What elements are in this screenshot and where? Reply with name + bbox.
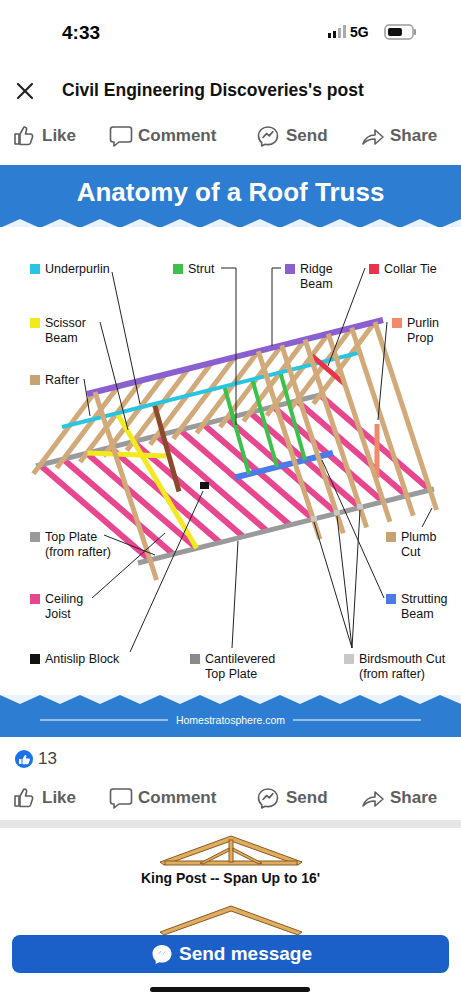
near-rafters xyxy=(95,322,437,580)
legend-swatch xyxy=(369,264,379,274)
legend-item: Birdsmouth Cut (from rafter) xyxy=(344,652,454,682)
title-band: Anatomy of a Roof Truss xyxy=(0,165,461,219)
legend-swatch xyxy=(30,532,40,542)
leader-lines xyxy=(84,268,432,652)
part-label: Underpurlin xyxy=(45,262,110,277)
action-icons xyxy=(15,127,383,146)
legend-swatch xyxy=(30,594,40,604)
legend-item: Top Plate (from rafter) xyxy=(30,530,117,560)
part-label: Collar Tie xyxy=(384,262,437,277)
legend-swatch xyxy=(392,318,402,328)
close-icon xyxy=(18,84,32,98)
action-label: Share xyxy=(390,126,437,146)
legend-item: Ridge Beam xyxy=(285,262,345,292)
legend-item: Strutting Beam xyxy=(386,592,461,622)
action-label: Share xyxy=(390,788,437,808)
clock: 4:33 xyxy=(62,22,100,45)
node-text: Homestratosphere.com xyxy=(176,714,285,726)
node-text: Anatomy of a Roof Truss xyxy=(77,177,385,208)
action-label: Comment xyxy=(138,126,216,146)
source-band: Homestratosphere.com xyxy=(0,708,461,732)
legend-item: Cantilevered Top Plate xyxy=(190,652,285,682)
legend-swatch xyxy=(30,375,40,385)
legend-item: Antislip Block xyxy=(30,652,119,667)
action-label: Like xyxy=(42,788,76,808)
part-label: Top Plate (from rafter) xyxy=(45,530,117,560)
battery-icon xyxy=(385,25,416,39)
action-label: Send xyxy=(286,788,328,808)
signal-icon xyxy=(328,25,346,38)
legend-swatch xyxy=(173,264,183,274)
messenger-icon xyxy=(153,945,172,964)
legend-swatch xyxy=(386,594,396,604)
legend-item: Ceiling Joist xyxy=(30,592,95,622)
legend-item: Scissor Beam xyxy=(30,316,100,346)
like-count: 13 xyxy=(38,749,57,769)
legend-item: Plumb Cut xyxy=(386,530,443,560)
legend-swatch xyxy=(30,318,40,328)
legend-swatch xyxy=(285,264,295,274)
legend-swatch xyxy=(30,264,40,274)
action-label: Send xyxy=(286,126,328,146)
part-label: Strutting Beam xyxy=(401,592,461,622)
part-label: Ceiling Joist xyxy=(45,592,95,622)
node-text: Send message xyxy=(179,943,312,965)
legend-item: Collar Tie xyxy=(369,262,437,277)
legend-item: Purlin Prop xyxy=(392,316,452,346)
part-label: Cantilevered Top Plate xyxy=(205,652,285,682)
antislip-block xyxy=(200,482,209,489)
legend-item: Rafter xyxy=(30,373,79,388)
legend-item: Strut xyxy=(173,262,214,277)
part-label: Ridge Beam xyxy=(300,262,345,292)
like-badge xyxy=(15,750,33,768)
action-icons xyxy=(15,789,383,808)
post-title: Civil Engineering Discoveries's post xyxy=(62,80,364,101)
legend-swatch xyxy=(190,654,200,664)
legend-swatch xyxy=(30,654,40,664)
legend-item: Underpurlin xyxy=(30,262,110,277)
part-label: Birdsmouth Cut (from rafter) xyxy=(359,652,454,682)
legend-swatch xyxy=(386,532,396,542)
action-label: Like xyxy=(42,126,76,146)
part-label: Strut xyxy=(188,262,214,277)
part-label: Scissor Beam xyxy=(45,316,100,346)
part-label: Plumb Cut xyxy=(401,530,443,560)
send-message-button: Send message xyxy=(12,935,449,973)
prop xyxy=(154,404,179,492)
part-label: Purlin Prop xyxy=(407,316,452,346)
legend-swatch xyxy=(344,654,354,664)
part-label: Rafter xyxy=(45,373,79,388)
part-label: Antislip Block xyxy=(45,652,119,667)
ridge-beam xyxy=(87,320,383,394)
truss-caption: King Post -- Span Up to 16' xyxy=(0,870,461,887)
action-label: Comment xyxy=(138,788,216,808)
network-type: 5G xyxy=(350,24,369,41)
